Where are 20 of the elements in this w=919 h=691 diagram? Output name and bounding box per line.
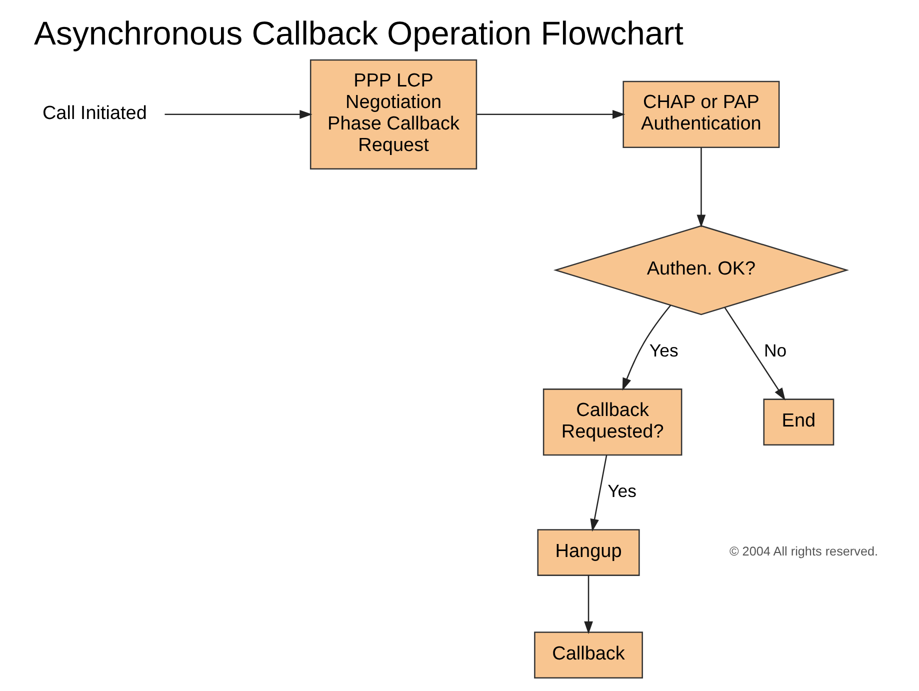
edge-label: Yes — [607, 481, 636, 502]
arrow — [696, 147, 706, 228]
arrow — [164, 110, 312, 119]
edge-label: Yes — [648, 340, 678, 361]
node-box: End — [762, 398, 834, 446]
node-diamond: Authen. OK? — [552, 225, 848, 316]
node-box: CHAP or PAP Authentication — [622, 80, 780, 148]
node-box: Callback Requested? — [542, 388, 682, 456]
arrow — [590, 455, 607, 532]
node-box: Callback — [534, 632, 642, 678]
arrow — [622, 304, 671, 391]
arrow — [724, 307, 785, 400]
edge-label: No — [763, 340, 786, 361]
diagram-title: Asynchronous Callback Operation Flowchart — [34, 14, 683, 52]
node-text: Call Initiated — [42, 102, 146, 124]
label: © 2004 All rights reserved. — [728, 544, 878, 559]
node-box: PPP LCP Negotiation Phase Callback Request — [309, 59, 477, 170]
arrow — [584, 576, 592, 634]
arrow — [476, 110, 625, 119]
node-box: Hangup — [536, 529, 640, 576]
